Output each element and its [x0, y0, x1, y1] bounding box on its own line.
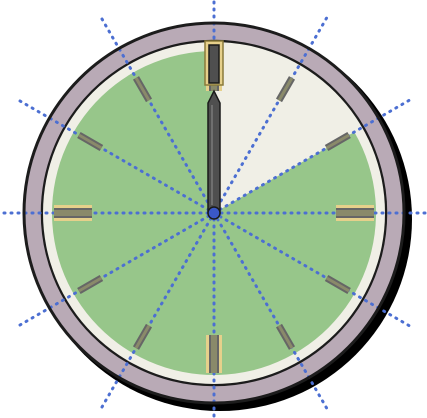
hand-shaft [208, 91, 220, 213]
center-hub [208, 207, 220, 219]
clock-hand [205, 41, 223, 213]
hand-tip [209, 45, 219, 83]
